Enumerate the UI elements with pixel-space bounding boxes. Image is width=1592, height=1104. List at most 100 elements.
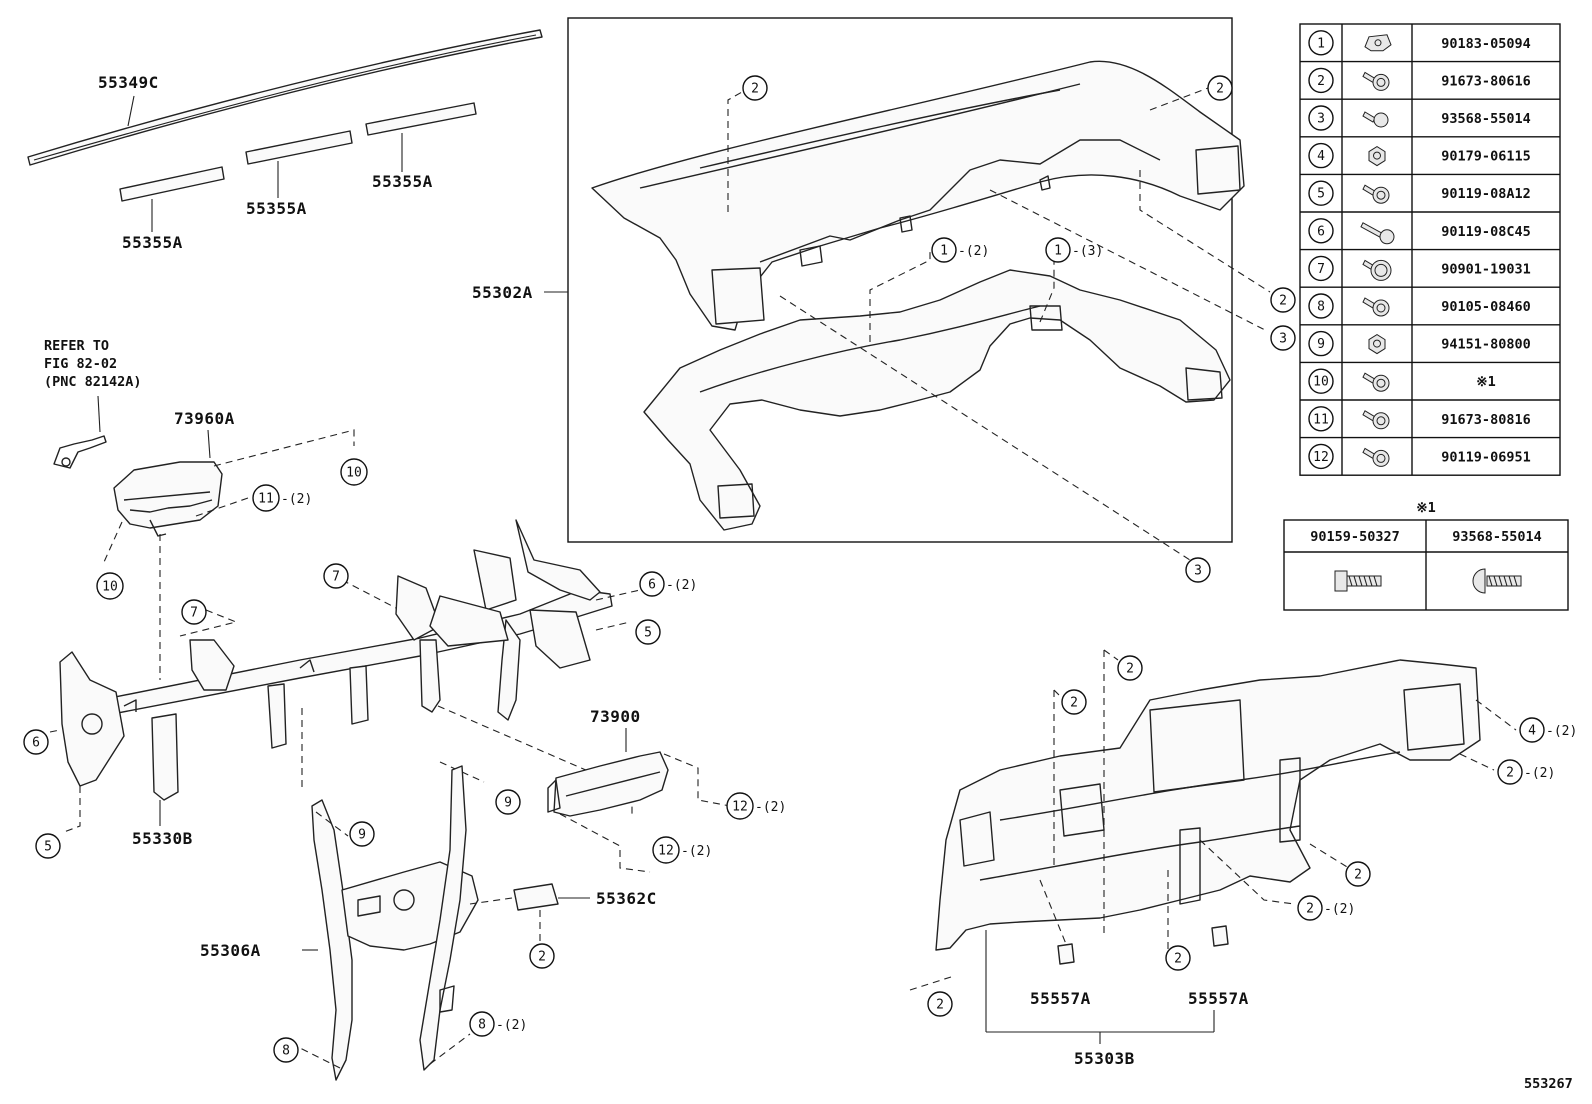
label-73960a: 73960A bbox=[174, 409, 235, 428]
callout-1-3: 1-(3) bbox=[1045, 237, 1103, 263]
callout-number: 9 bbox=[358, 828, 366, 843]
fastener-ref: 10 bbox=[1313, 375, 1329, 390]
callout-number: 10 bbox=[346, 466, 362, 481]
fastener-ref: 9 bbox=[1317, 337, 1325, 352]
callout-2i: 2-(2) bbox=[1297, 895, 1355, 921]
pad-55355a-right bbox=[365, 102, 477, 136]
fastener-part-number: 90119-06951 bbox=[1441, 449, 1530, 465]
label-73900: 73900 bbox=[590, 707, 641, 726]
fastener-part-number: 90105-08460 bbox=[1441, 299, 1530, 315]
callout-quantity: -(2) bbox=[281, 492, 312, 507]
callout-number: 3 bbox=[1279, 332, 1287, 347]
callout-number: 11 bbox=[258, 492, 274, 507]
fastener-row: 10 ※1 bbox=[1308, 368, 1496, 394]
callout-number: 8 bbox=[478, 1018, 486, 1033]
callout-quantity: -(2) bbox=[681, 844, 712, 859]
callout-number: 2 bbox=[1070, 696, 1078, 711]
instrument-panel-55302a bbox=[591, 60, 1245, 331]
fastener-ref: 5 bbox=[1317, 187, 1325, 202]
fastener-row: 9 94151-80800 bbox=[1308, 330, 1531, 357]
fastener-row: 12 90119-06951 bbox=[1308, 443, 1531, 470]
callout-number: 12 bbox=[658, 844, 674, 859]
label-55330b: 55330B bbox=[132, 829, 193, 848]
cross-beam-55330b bbox=[59, 519, 613, 801]
callout-number: 2 bbox=[1216, 82, 1224, 97]
callout-number: 6 bbox=[648, 578, 656, 593]
callout-11: 11 -(2) bbox=[252, 484, 312, 512]
callout-6l: 6 bbox=[23, 729, 49, 755]
callout-quantity: -(2) bbox=[1324, 902, 1355, 917]
callout-8b: 8-(2) bbox=[469, 1011, 527, 1037]
label-55557a-left: 55557A bbox=[1030, 989, 1091, 1008]
clip-55557a-left bbox=[1057, 943, 1075, 965]
nut-icon bbox=[1368, 334, 1386, 355]
fastener-part-number: 90183-05094 bbox=[1441, 36, 1530, 52]
note-part-number: 90159-50327 bbox=[1310, 529, 1399, 545]
fastener-ref: 8 bbox=[1317, 300, 1325, 315]
fastener-ref: 3 bbox=[1317, 112, 1325, 127]
callout-8a: 8 bbox=[273, 1037, 299, 1063]
label-55362c: 55362C bbox=[596, 889, 657, 908]
label-55355a-left: 55355A bbox=[122, 233, 183, 252]
bracket-55362c bbox=[513, 883, 559, 911]
refer-note-line-1: REFER TO bbox=[44, 338, 109, 354]
callout-number: 5 bbox=[44, 840, 52, 855]
callout-1-2: 1-(2) bbox=[931, 237, 989, 263]
callout-2d: 2 bbox=[529, 943, 555, 969]
fastener-part-number: 90179-06115 bbox=[1441, 149, 1530, 165]
callout-number: 2 bbox=[1126, 662, 1134, 677]
fastener-part-number: 90901-19031 bbox=[1441, 261, 1530, 277]
callout-9b: 9 bbox=[349, 821, 375, 847]
fastener-part-number: 90119-08A12 bbox=[1441, 186, 1530, 202]
nut-icon bbox=[1368, 146, 1386, 167]
flange-bolt-icon bbox=[1362, 184, 1390, 204]
brace-55306a bbox=[311, 765, 479, 1081]
callout-number: 1 bbox=[940, 244, 948, 259]
label-55557a-right: 55557A bbox=[1188, 989, 1249, 1008]
callout-10a: 10 bbox=[340, 458, 368, 486]
callout-number: 7 bbox=[332, 570, 340, 585]
callout-2k: 2 bbox=[927, 991, 953, 1017]
fastener-part-number: 93568-55014 bbox=[1441, 111, 1530, 127]
reinforcement-55303b bbox=[935, 659, 1481, 951]
fastener-part-number: 94151-80800 bbox=[1441, 337, 1530, 353]
airbag-73960a bbox=[113, 461, 223, 537]
callout-number: 2 bbox=[538, 950, 546, 965]
callout-2c: 2 bbox=[1270, 287, 1296, 313]
callout-number: 10 bbox=[102, 580, 118, 595]
callout-4: 4-(2) bbox=[1519, 717, 1577, 743]
hex-bolt-icon bbox=[1334, 570, 1382, 592]
callout-6r: 6 -(2) bbox=[639, 571, 697, 597]
fastener-ref: 12 bbox=[1313, 450, 1329, 465]
washer-bolt-icon bbox=[1362, 259, 1392, 281]
callout-7b: 7 bbox=[181, 599, 207, 625]
fastener-part-number: ※1 bbox=[1476, 374, 1495, 390]
callout-number: 1 bbox=[1054, 244, 1062, 259]
pad-55355a-mid bbox=[245, 130, 353, 165]
fastener-part-number: 91673-80816 bbox=[1441, 412, 1530, 428]
callout-number: 9 bbox=[504, 796, 512, 811]
callout-2e: 2 bbox=[1117, 655, 1143, 681]
fastener-row: 8 90105-08460 bbox=[1308, 293, 1531, 319]
callout-3a: 3 bbox=[1270, 325, 1296, 351]
refer-note-line-2: FIG 82-02 bbox=[44, 356, 117, 372]
label-55355a-right: 55355A bbox=[372, 172, 433, 191]
callout-number: 2 bbox=[1354, 868, 1362, 883]
fastener-ref: 2 bbox=[1317, 74, 1325, 89]
callout-number: 4 bbox=[1528, 724, 1536, 739]
callout-5r: 5 bbox=[635, 619, 661, 645]
flange-bolt-icon bbox=[1362, 410, 1390, 430]
refer-note-line-3: (PNC 82142A) bbox=[44, 374, 142, 390]
callout-number: 12 bbox=[732, 800, 748, 815]
label-55306a: 55306A bbox=[200, 941, 261, 960]
flange-bolt-icon bbox=[1362, 372, 1390, 392]
fastener-ref: 6 bbox=[1317, 224, 1325, 239]
callout-quantity: -(2) bbox=[666, 578, 697, 593]
molding-55349c bbox=[27, 29, 543, 166]
fastener-row: 3 93568-55014 bbox=[1308, 105, 1531, 131]
